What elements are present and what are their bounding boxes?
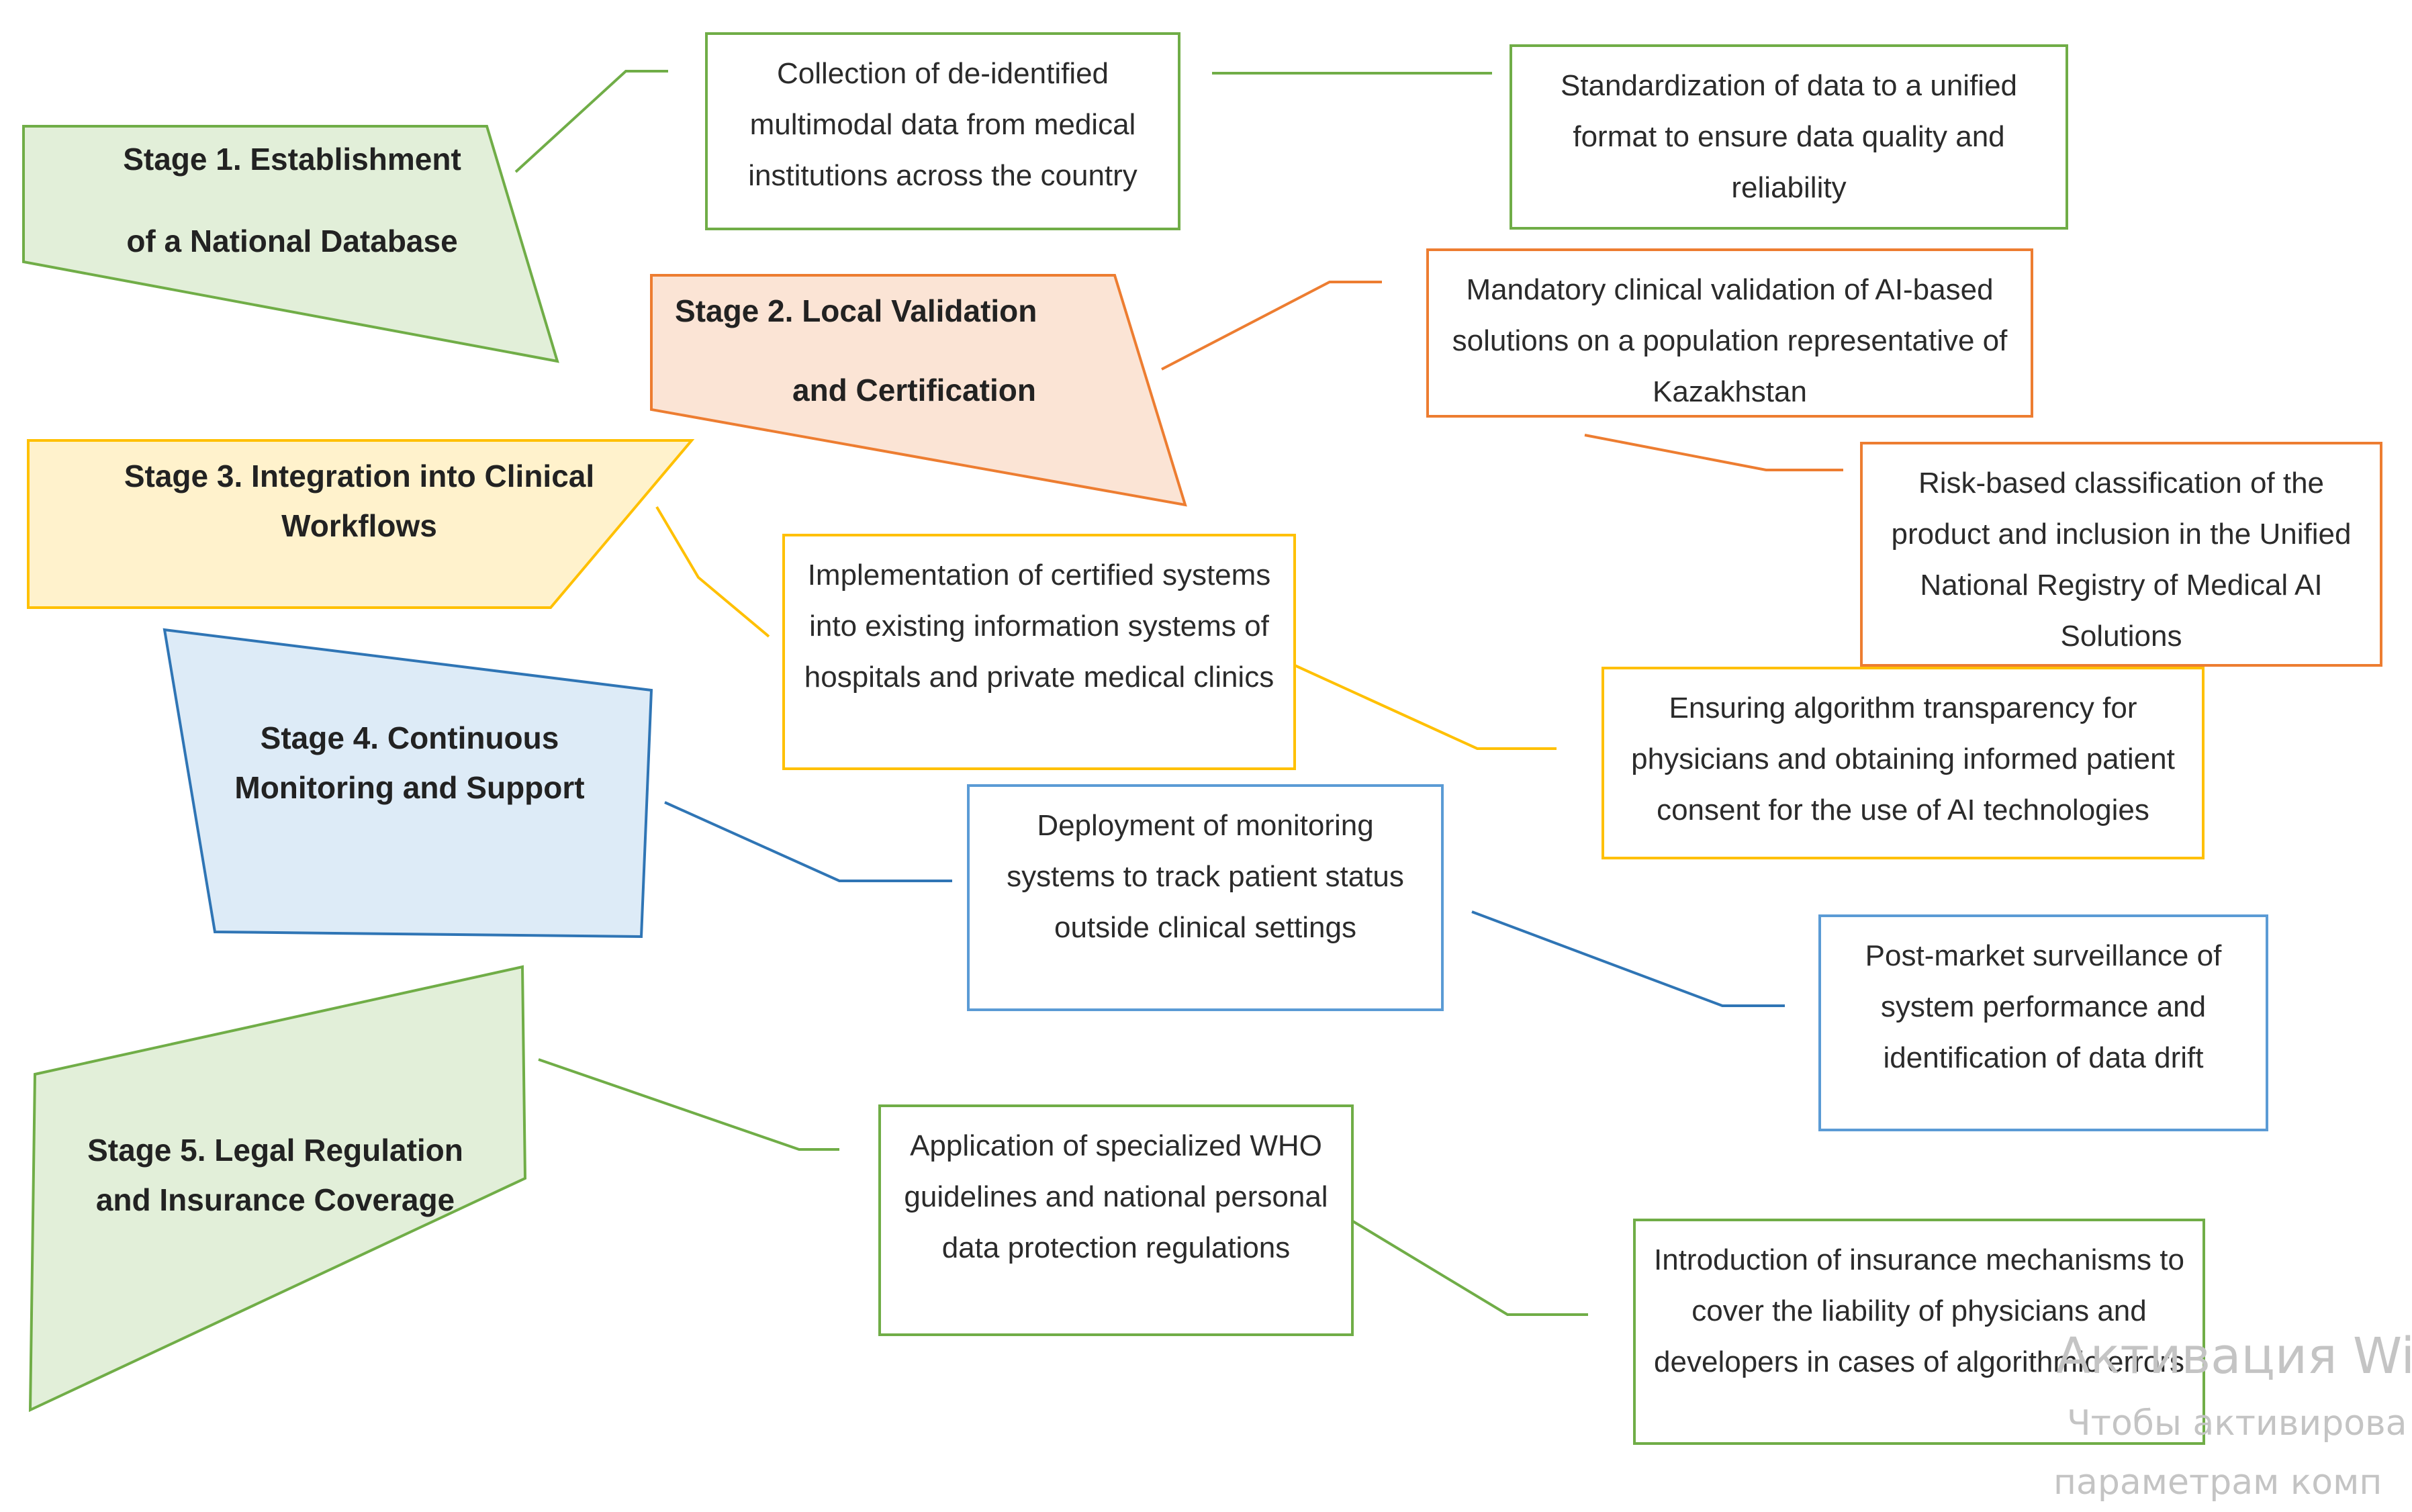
windows-activation-title: Активация Wi xyxy=(2056,1327,2412,1385)
box-monitoring-deployment: Deployment of monitoring systems to trac… xyxy=(967,784,1444,1011)
stage-1-label-line1: Stage 1. Establishment xyxy=(123,142,461,177)
stage-2-shape xyxy=(650,274,1187,507)
stage-5-label-line2: and Insurance Coverage xyxy=(95,1182,455,1217)
stage-4-label-line2: Monitoring and Support xyxy=(234,770,585,805)
connector-s3-to-box xyxy=(655,506,770,638)
box-who-guidelines: Application of specialized WHO guideline… xyxy=(878,1104,1354,1336)
stage-3-label-line2: Workflows xyxy=(281,508,437,543)
box-algorithm-transparency: Ensuring algorithm transparency for phys… xyxy=(1602,667,2205,859)
stage-4-label: Stage 4. Continuous Monitoring and Suppo… xyxy=(201,713,618,812)
stage-1-label-line2: of a National Database xyxy=(126,224,458,258)
connector-s3-box-to-box xyxy=(1285,660,1557,750)
connector-s5-to-box xyxy=(538,1058,839,1151)
stage-5-label: Stage 5. Legal Regulation and Insurance … xyxy=(54,1125,497,1225)
connector-s1-to-box xyxy=(514,70,668,173)
connector-s2-box-to-box xyxy=(1584,434,1843,471)
connector-s4-to-box xyxy=(664,801,952,882)
stage-2-label-line2: and Certification xyxy=(792,373,1036,408)
windows-activation-line2: Чтобы активирова xyxy=(2067,1403,2407,1444)
stage-4-label-line1: Stage 4. Continuous xyxy=(260,720,559,755)
connector-s5-box-to-box xyxy=(1328,1206,1588,1316)
stage-3-shape xyxy=(27,439,695,609)
connector-s4-box-to-box xyxy=(1471,910,1785,1007)
box-data-collection: Collection of de-identified multimodal d… xyxy=(705,32,1180,230)
box-system-implementation: Implementation of certified systems into… xyxy=(782,534,1296,770)
box-data-standardization: Standardization of data to a unified for… xyxy=(1510,44,2068,230)
stage-3-label-line1: Stage 3. Integration into Clinical xyxy=(124,459,595,493)
stage-1-shape xyxy=(22,125,559,363)
stage-3-label: Stage 3. Integration into Clinical Workf… xyxy=(40,451,678,551)
stage-2-label: Stage 2. Local Validation and Certificat… xyxy=(661,286,1192,415)
stage-5-label-line1: Stage 5. Legal Regulation xyxy=(87,1133,463,1168)
box-clinical-validation: Mandatory clinical validation of AI-base… xyxy=(1426,248,2033,418)
connector-s2-to-box xyxy=(1161,281,1382,371)
stage-5-shape xyxy=(28,965,527,1413)
stage-1-label: Stage 1. Establishment of a National Dat… xyxy=(40,134,544,266)
stage-2-label-line1: Stage 2. Local Validation xyxy=(675,293,1037,328)
box-insurance-mechanisms: Introduction of insurance mechanisms to … xyxy=(1633,1219,2205,1445)
box-post-market-surveillance: Post-market surveillance of system perfo… xyxy=(1818,914,2268,1131)
stage-4-shape xyxy=(163,628,653,939)
box-risk-classification: Risk-based classification of the product… xyxy=(1860,442,2382,667)
windows-activation-line3: параметрам комп xyxy=(2053,1462,2382,1503)
